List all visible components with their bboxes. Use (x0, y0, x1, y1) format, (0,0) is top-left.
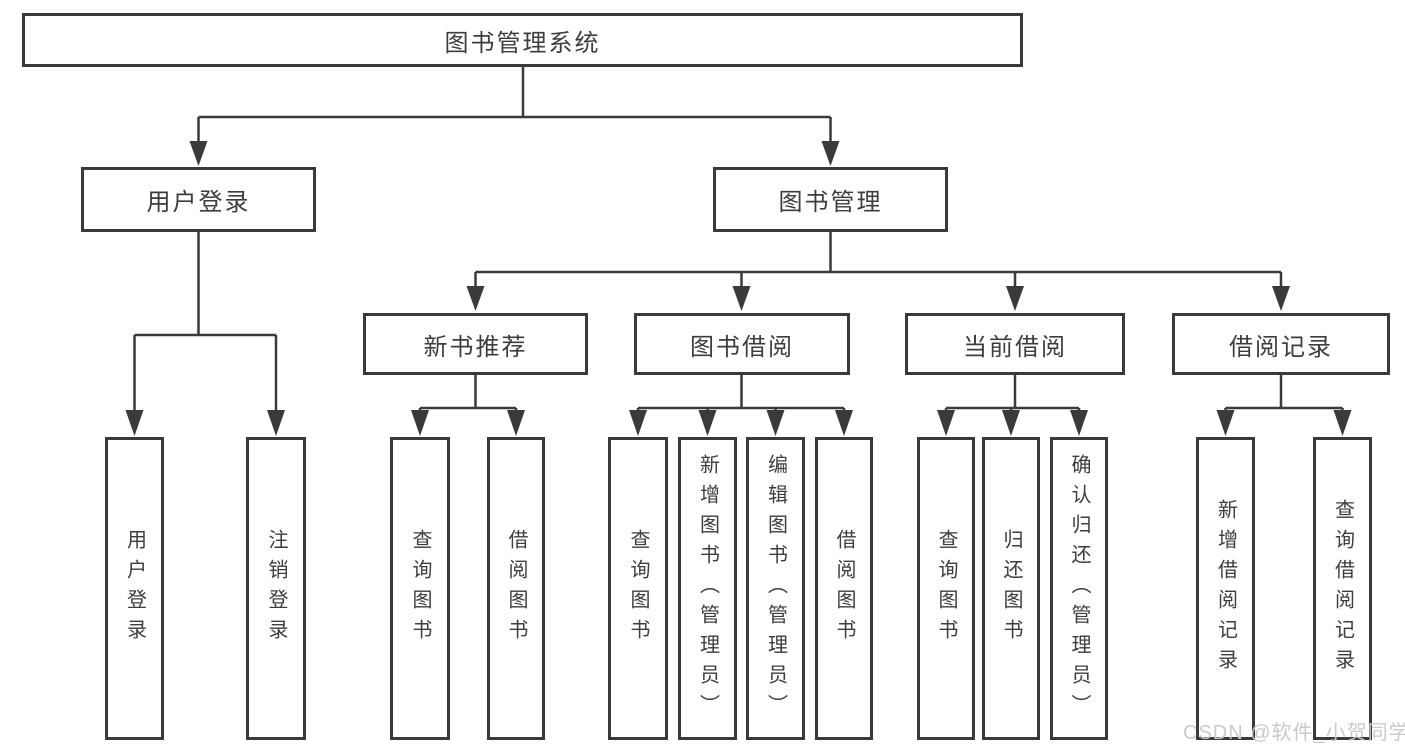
leaf-label: 编辑图书（管理员） (764, 453, 787, 724)
watermark: CSDN @软件_小贺同学 (1183, 722, 1405, 744)
node-borrowing-records: 借阅记录 (1172, 313, 1390, 375)
leaf-label: 确认归还（管理员） (1068, 453, 1090, 724)
node-label: 借阅记录 (1229, 333, 1333, 361)
leaf-label: 归还图书 (1000, 528, 1022, 649)
leaf-query-books-recommend: 查询图书 (390, 437, 450, 740)
leaf-query-books-borrow: 查询图书 (608, 437, 668, 740)
node-label: 图书管理系统 (444, 29, 601, 57)
leaf-borrow-books-recommend: 借阅图书 (487, 437, 545, 740)
leaf-label: 用户登录 (123, 528, 146, 649)
leaf-label: 注销登录 (265, 528, 287, 649)
node-label: 图书借阅 (690, 333, 794, 361)
leaf-add-borrow-record: 新增借阅记录 (1196, 437, 1255, 740)
node-label: 当前借阅 (963, 333, 1067, 361)
node-book-management: 图书管理 (713, 167, 948, 232)
node-label: 新书推荐 (423, 333, 528, 361)
leaf-label: 新增图书（管理员） (696, 453, 719, 724)
leaf-label: 借阅图书 (505, 528, 527, 649)
leaf-label: 新增借阅记录 (1214, 498, 1237, 679)
leaf-query-borrow-record: 查询借阅记录 (1313, 437, 1372, 740)
node-label: 图书管理 (778, 189, 883, 216)
node-book-borrowing: 图书借阅 (634, 313, 850, 375)
node-new-book-recommendation: 新书推荐 (363, 313, 588, 375)
leaf-query-books-current: 查询图书 (917, 437, 975, 740)
leaf-edit-books-admin: 编辑图书（管理员） (746, 437, 805, 740)
leaf-label: 查询图书 (409, 528, 431, 649)
leaf-label: 查询图书 (935, 528, 957, 649)
leaf-confirm-return-admin: 确认归还（管理员） (1050, 437, 1108, 740)
node-label: 用户登录 (146, 189, 251, 216)
leaf-add-books-admin: 新增图书（管理员） (678, 437, 737, 740)
node-root: 图书管理系统 (22, 13, 1023, 67)
node-current-borrowing: 当前借阅 (905, 313, 1125, 375)
leaf-label: 借阅图书 (833, 528, 855, 649)
leaf-label: 查询图书 (627, 528, 649, 649)
node-user-login: 用户登录 (81, 167, 316, 232)
leaf-logout-login: 注销登录 (246, 437, 306, 740)
leaf-label: 查询借阅记录 (1331, 498, 1354, 679)
leaf-user-login: 用户登录 (105, 437, 164, 740)
leaf-return-books: 归还图书 (982, 437, 1040, 740)
leaf-borrow-books-borrow: 借阅图书 (815, 437, 873, 740)
